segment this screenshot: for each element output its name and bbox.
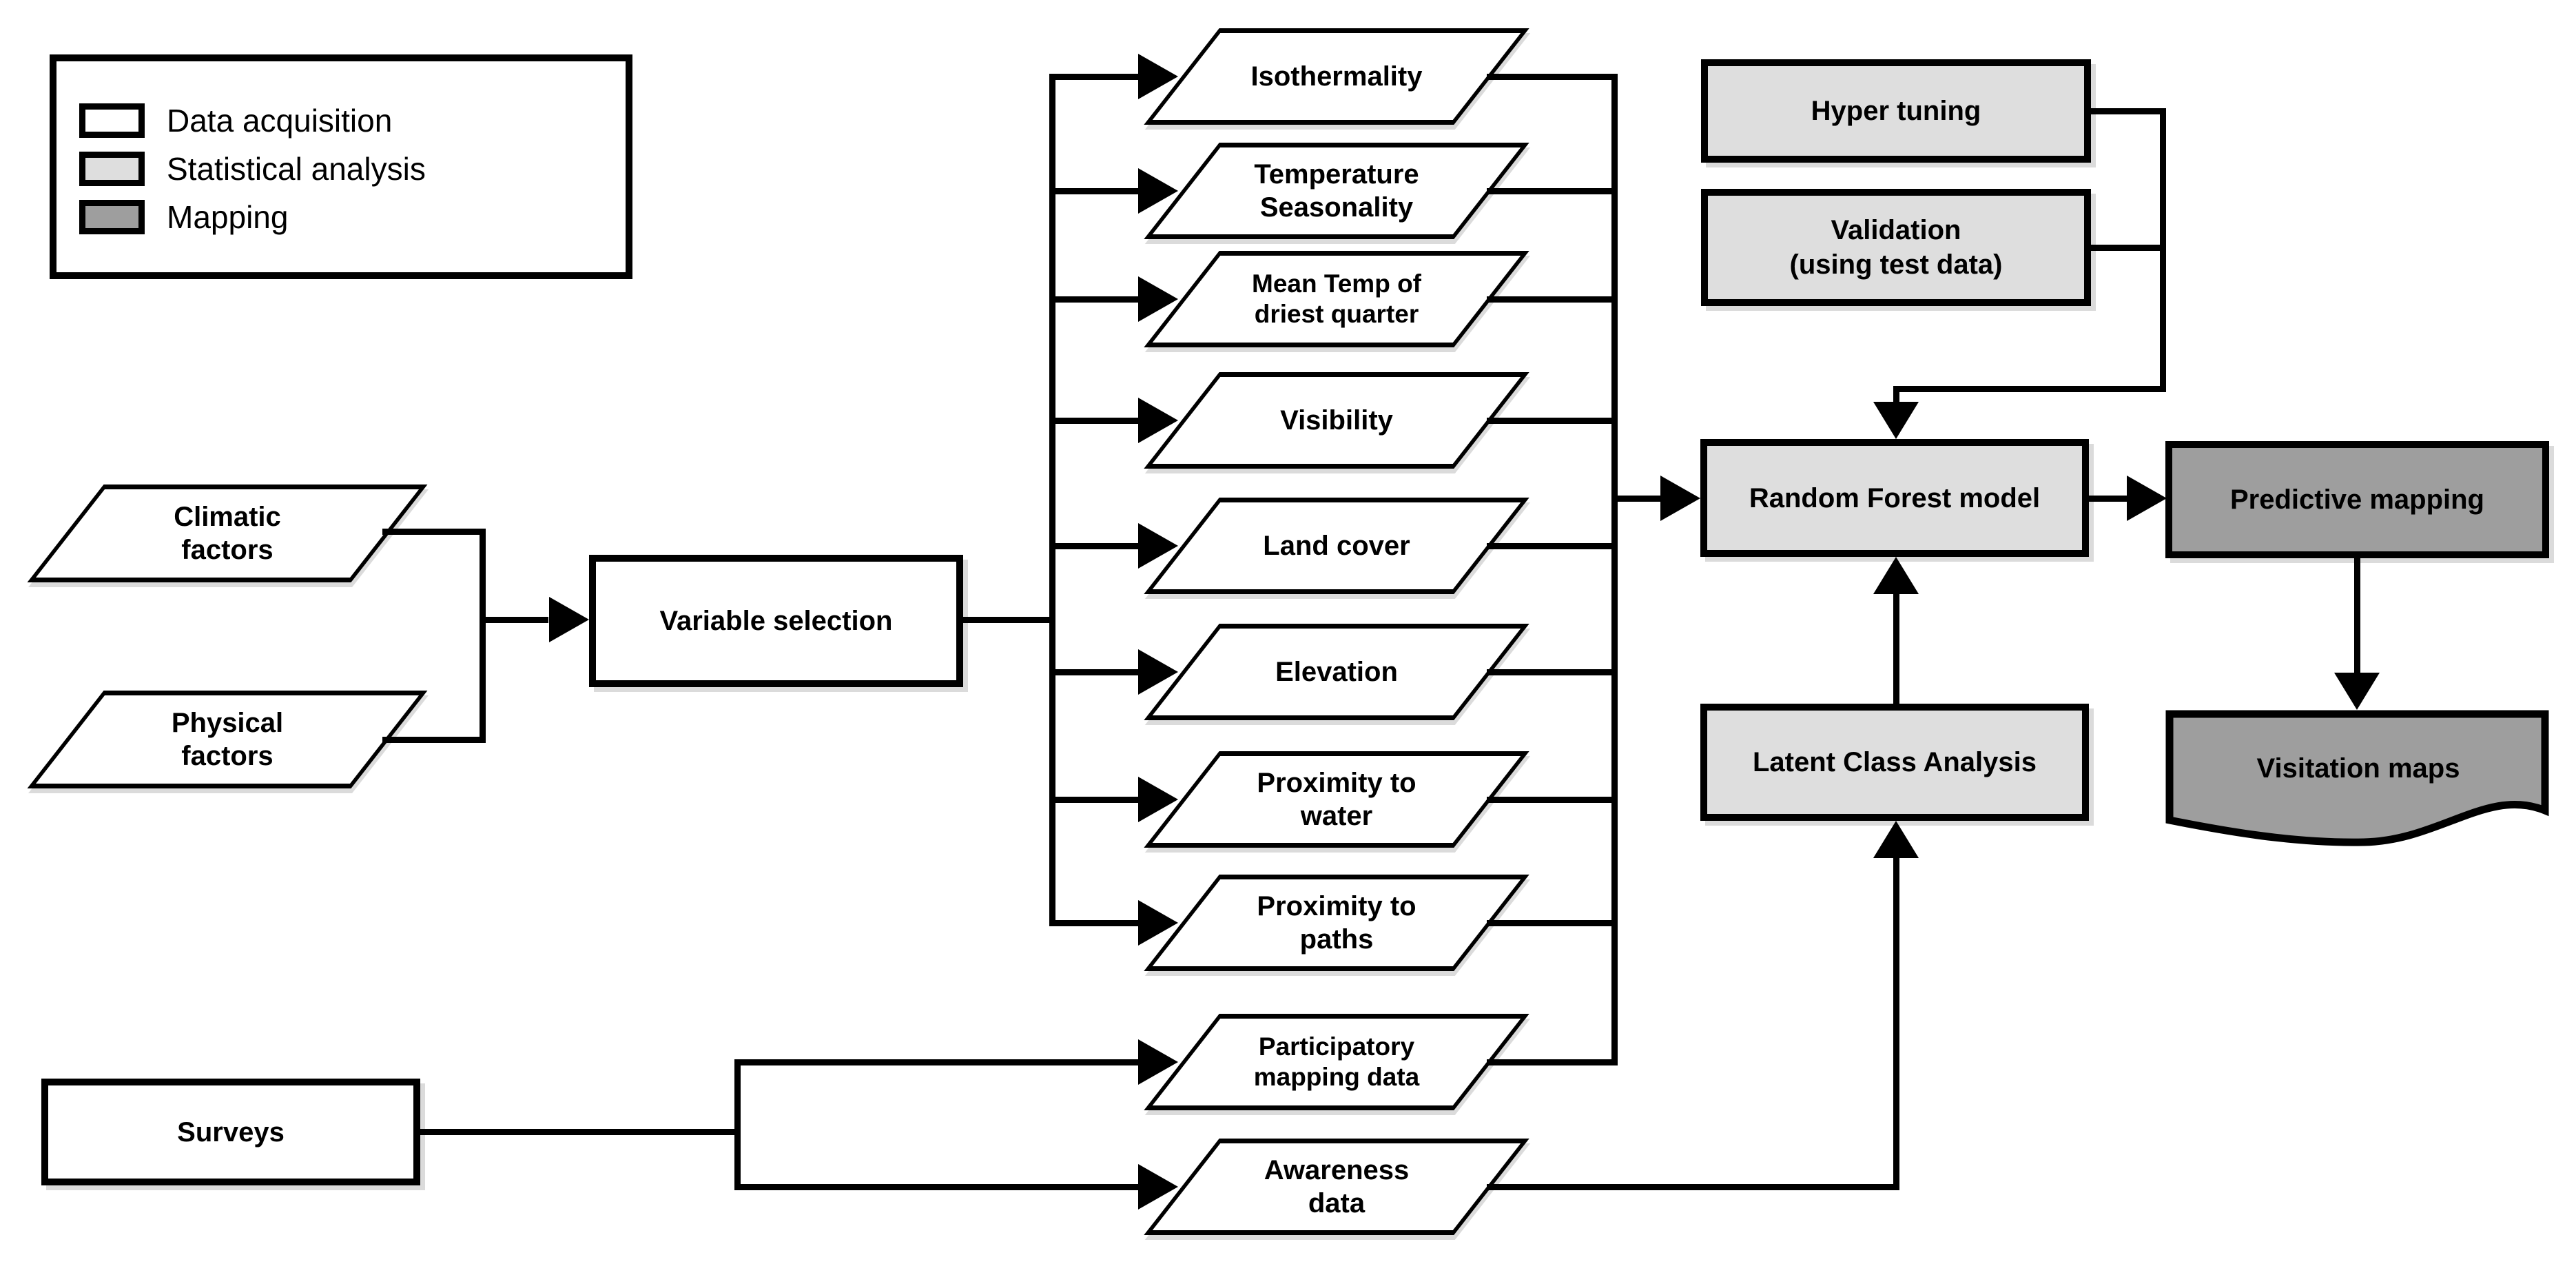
connector-out-temp-seasonality	[1487, 188, 1618, 194]
legend-label-data-acquisition: Data acquisition	[167, 103, 393, 139]
mean-temp-driest-quarter-label: Mean Temp of driest quarter	[1252, 269, 1421, 328]
node-visitation-maps	[2165, 710, 2549, 846]
node-visibility: Visibility	[1144, 372, 1529, 469]
participatory-mapping-data-label: Participatory mapping data	[1253, 1032, 1420, 1091]
hyper-tuning-label: Hyper tuning	[1811, 96, 1981, 126]
connector-tuning-drop	[1893, 386, 1899, 403]
arrowhead-into-random-forest-left	[1660, 476, 1700, 521]
node-mean-temp-driest-quarter: Mean Temp of driest quarter	[1144, 251, 1529, 347]
connector-collector-to-rf	[1614, 496, 1660, 502]
connector-feed-prox-paths	[1052, 920, 1142, 926]
arrowhead-into-predictive-mapping	[2127, 476, 2167, 521]
connector-hyper-tuning-out	[2088, 108, 2166, 114]
node-participatory-mapping-data: Participatory mapping data	[1144, 1014, 1529, 1110]
connector-out-isothermality	[1487, 74, 1618, 80]
connector-climatic-out	[382, 529, 486, 535]
arrowhead-participatory	[1138, 1039, 1178, 1085]
arrowhead-into-random-forest-top	[1873, 402, 1919, 439]
connector-physical-out	[382, 737, 486, 743]
connector-feed-visibility	[1052, 418, 1142, 424]
node-land-cover: Land cover	[1144, 498, 1529, 594]
predictive-mapping-label: Predictive mapping	[2230, 484, 2484, 515]
connector-surveys-out	[420, 1129, 741, 1135]
node-proximity-to-water: Proximity to water	[1144, 751, 1529, 848]
connector-feed-isothermality	[1052, 74, 1142, 80]
node-awareness-data: Awareness data	[1144, 1139, 1529, 1235]
temperature-seasonality-label: Temperature Seasonality	[1254, 159, 1419, 223]
connector-awareness-to-lca	[1893, 855, 1899, 1190]
arrowhead-into-random-forest-bottom	[1873, 557, 1919, 594]
connector-surveys-branch-vertical	[734, 1059, 741, 1190]
connector-out-land-cover	[1487, 543, 1618, 549]
awareness-data-label: Awareness data	[1264, 1155, 1410, 1218]
validation-label: Validation (using test data)	[1789, 215, 2003, 280]
connector-out-prox-paths	[1487, 920, 1618, 926]
connector-tuning-vertical	[2160, 108, 2166, 392]
node-variable-selection: Variable selection	[589, 555, 963, 687]
legend-label-mapping: Mapping	[167, 199, 289, 235]
surveys-label: Surveys	[177, 1116, 285, 1148]
legend-swatch-data-acquisition	[79, 103, 145, 138]
node-predictive-mapping: Predictive mapping	[2165, 441, 2549, 558]
isothermality-label: Isothermality	[1250, 61, 1423, 92]
connector-rf-to-predictive	[2089, 496, 2127, 502]
climatic-factors-label: Climatic factors	[174, 502, 281, 565]
connector-tuning-elbow	[1893, 386, 2166, 392]
arrowhead-into-visitation-maps	[2334, 673, 2380, 710]
connector-validation-out	[2088, 245, 2166, 251]
node-elevation: Elevation	[1144, 624, 1529, 720]
node-isothermality: Isothermality	[1144, 28, 1529, 125]
node-temperature-seasonality: Temperature Seasonality	[1144, 143, 1529, 239]
connector-feed-temp-seasonality	[1052, 188, 1142, 194]
node-random-forest: Random Forest model	[1700, 439, 2089, 557]
connector-lca-to-rf	[1893, 590, 1899, 704]
connector-feed-land-cover	[1052, 543, 1142, 549]
legend-box: Data acquisition Statistical analysis Ma…	[50, 54, 632, 279]
legend-label-statistical-analysis: Statistical analysis	[167, 151, 426, 187]
node-climatic-factors: Climatic factors	[27, 484, 428, 582]
connector-to-variable-selection	[480, 617, 548, 623]
physical-factors-label: Physical factors	[171, 708, 284, 771]
arrowhead-into-variable-selection	[549, 597, 589, 642]
proximity-to-water-label: Proximity to water	[1257, 768, 1416, 831]
legend-swatch-mapping	[79, 200, 145, 234]
connector-out-participatory	[1487, 1059, 1618, 1065]
proximity-to-paths-label: Proximity to paths	[1257, 891, 1416, 955]
connector-factors-junction	[480, 529, 486, 743]
land-cover-label: Land cover	[1263, 531, 1410, 561]
variable-selection-label: Variable selection	[659, 606, 893, 636]
connector-out-visibility	[1487, 418, 1618, 424]
connector-surveys-to-awareness	[734, 1184, 1138, 1190]
connector-collector-vertical	[1611, 74, 1618, 1065]
node-proximity-to-paths: Proximity to paths	[1144, 875, 1529, 971]
random-forest-label: Random Forest model	[1749, 482, 2041, 513]
node-hyper-tuning: Hyper tuning	[1701, 59, 2091, 163]
connector-feed-mean-temp	[1052, 296, 1142, 303]
connector-out-prox-water	[1487, 797, 1618, 803]
arrowhead-awareness	[1138, 1164, 1178, 1210]
visitation-maps-shape	[2165, 710, 2549, 846]
connector-predictive-to-visitation	[2354, 558, 2360, 674]
connector-variable-selection-out	[960, 617, 1053, 623]
node-validation: Validation (using test data)	[1701, 189, 2091, 306]
visitation-maps-label: Visitation maps	[2256, 753, 2460, 784]
connector-feeder-vertical	[1049, 74, 1055, 926]
legend-swatch-statistical-analysis	[79, 152, 145, 186]
connector-feed-prox-water	[1052, 797, 1142, 803]
elevation-label: Elevation	[1275, 657, 1398, 687]
connector-out-elevation	[1487, 669, 1618, 675]
connector-awareness-out	[1487, 1184, 1899, 1190]
latent-class-analysis-label: Latent Class Analysis	[1752, 747, 2037, 777]
node-latent-class-analysis: Latent Class Analysis	[1700, 704, 2089, 821]
connector-feed-elevation	[1052, 669, 1142, 675]
connector-out-mean-temp	[1487, 296, 1618, 303]
node-surveys: Surveys	[41, 1079, 420, 1185]
node-physical-factors: Physical factors	[27, 691, 428, 788]
connector-surveys-to-participatory	[734, 1059, 1138, 1065]
arrowhead-into-lca	[1873, 821, 1919, 858]
visibility-label: Visibility	[1280, 405, 1393, 436]
